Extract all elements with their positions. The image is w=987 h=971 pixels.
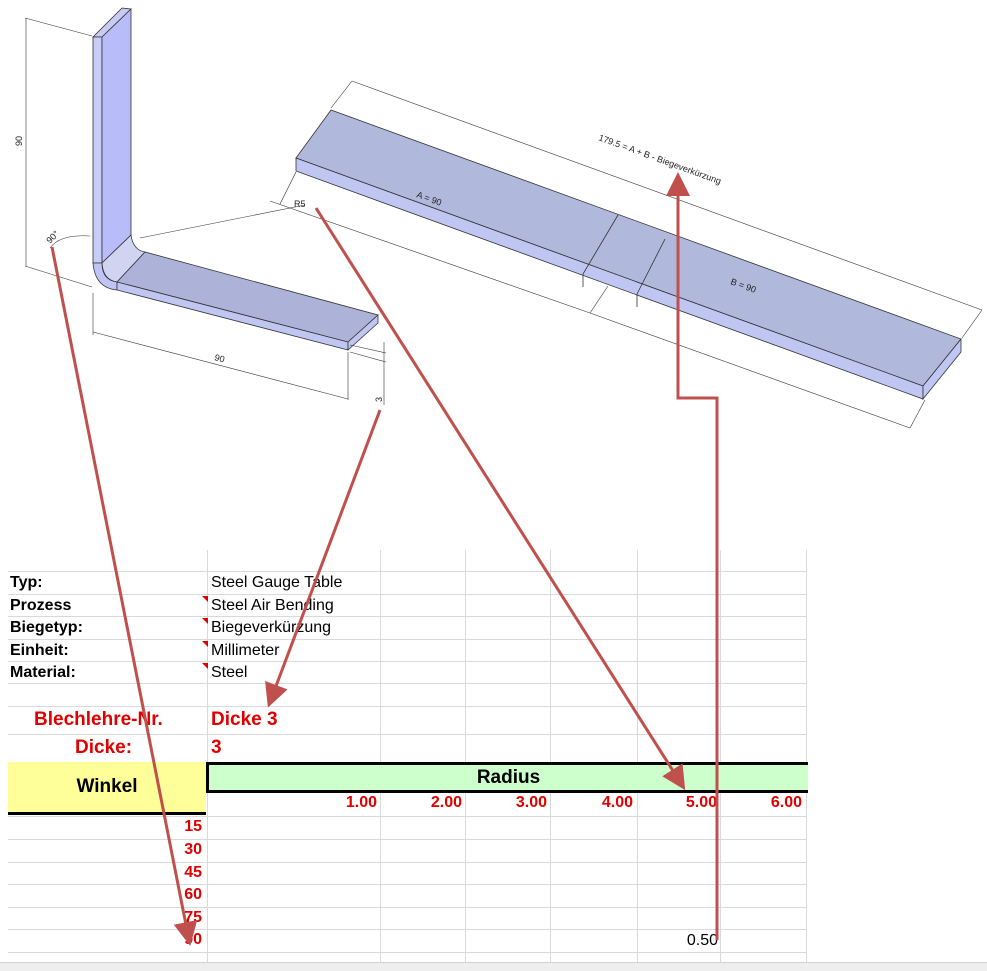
info-value-material[interactable]: Steel <box>211 664 248 681</box>
value-cell-90-r5[interactable]: 0.50 <box>686 932 718 949</box>
radius-column-header: 1.00 <box>345 794 377 811</box>
info-value-einheit[interactable]: Millimeter <box>211 642 280 659</box>
arrow-angle-to-90 <box>50 246 198 946</box>
angle-row-header: 60 <box>184 886 202 903</box>
arrow-radius-to-column <box>314 207 686 791</box>
radius-dimension-label: R5 <box>294 199 306 209</box>
radius-column-header: 2.00 <box>430 794 462 811</box>
info-label-material: Material: <box>10 664 76 681</box>
arrow-thickness-to-gauge <box>265 409 382 708</box>
angle-row-header: 45 <box>184 864 202 881</box>
status-bar <box>0 962 987 971</box>
comment-indicator-icon[interactable] <box>202 596 208 602</box>
radius-header: Radius <box>206 762 808 793</box>
radius-column-header: 6.00 <box>770 794 802 811</box>
info-value-typ[interactable]: Steel Gauge Table <box>211 574 343 591</box>
bent-part <box>92 7 379 351</box>
flat-part <box>295 109 962 401</box>
radius-column-header: 4.00 <box>601 794 633 811</box>
comment-indicator-icon[interactable] <box>202 618 208 624</box>
thickness-label: Dicke: <box>75 737 133 758</box>
arrow-value-to-length <box>666 172 719 940</box>
radius-column-header: 5.00 <box>685 794 717 811</box>
radius-column-header: 3.00 <box>515 794 547 811</box>
length-dimension-label: 90 <box>213 352 225 364</box>
thickness-dimension-label: 3 <box>374 397 384 402</box>
angle-row-header: 15 <box>184 818 202 835</box>
angle-header: Winkel <box>8 762 206 815</box>
gauge-label: Blechlehre-Nr. <box>34 709 163 730</box>
gauge-value[interactable]: Dicke 3 <box>211 709 278 730</box>
comment-indicator-icon[interactable] <box>202 663 208 669</box>
info-label-biegetyp: Biegetyp: <box>10 619 83 636</box>
height-dimension-label: 90 <box>14 136 24 146</box>
thickness-value[interactable]: 3 <box>211 737 222 758</box>
info-value-prozess[interactable]: Steel Air Bending <box>211 597 334 614</box>
info-label-prozess: Prozess <box>10 597 72 614</box>
info-label-einheit: Einheit: <box>10 642 69 659</box>
angle-row-header: 30 <box>184 841 202 858</box>
info-label-typ: Typ: <box>10 574 43 591</box>
comment-indicator-icon[interactable] <box>202 641 208 647</box>
bent-part-dimensions <box>24 17 387 405</box>
